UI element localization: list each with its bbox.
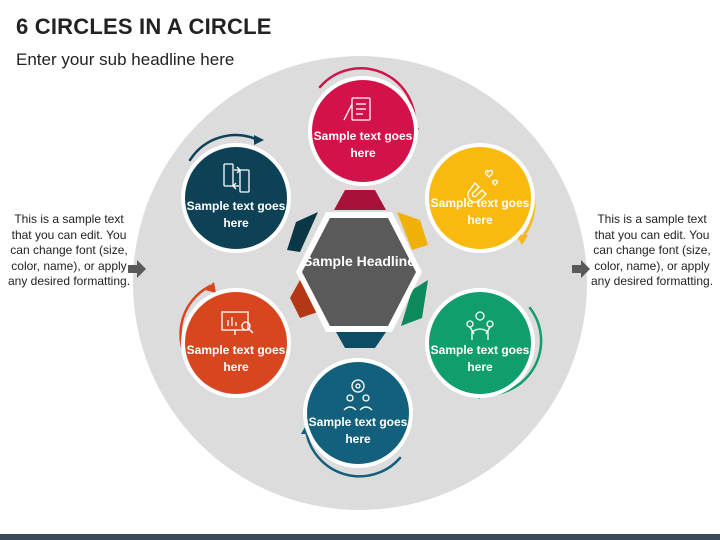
left-description: This is a sample text that you can edit.… xyxy=(7,212,131,288)
node-3 xyxy=(425,288,535,398)
node-1-circle xyxy=(312,80,414,182)
node-6 xyxy=(181,143,291,253)
left-arrow-icon xyxy=(128,260,146,278)
footer-bar xyxy=(0,534,720,540)
center-hexagon-fill xyxy=(302,218,416,326)
node-arc-4 xyxy=(304,428,402,478)
right-description: This is a sample text that you can edit.… xyxy=(590,212,714,288)
people-network-icon xyxy=(466,311,494,340)
petal-bottom xyxy=(336,332,386,348)
phone-transfer-icon xyxy=(223,163,250,193)
node-5-label: Sample text goes here xyxy=(186,343,286,374)
page-subtitle: Enter your sub headline here xyxy=(16,50,235,69)
arrowhead-5 xyxy=(205,282,216,293)
node-4 xyxy=(303,358,413,468)
node-6-label: Sample text goes here xyxy=(186,199,286,230)
presentation-chart-icon xyxy=(221,311,254,335)
node-4-label: Sample text goes here xyxy=(308,415,408,446)
node-arc-6 xyxy=(188,133,260,162)
node-2-label: Sample text goes here xyxy=(430,196,530,227)
petal-bottom-left xyxy=(290,280,318,318)
node-5 xyxy=(181,288,291,398)
magnet-hearts-icon xyxy=(467,169,498,203)
center-petals xyxy=(287,190,428,348)
checklist-icon xyxy=(343,97,371,121)
petal-top-right xyxy=(397,212,428,250)
node-1 xyxy=(308,76,418,186)
node-5-circle xyxy=(185,292,287,394)
page-title: 6 CIRCLES IN A CIRCLE xyxy=(16,14,272,39)
petal-top-left xyxy=(287,212,318,252)
petal-top xyxy=(334,190,386,210)
node-6-circle xyxy=(185,147,287,249)
center-headline: Sample Headline xyxy=(302,253,416,269)
arrowhead-2 xyxy=(516,235,528,245)
node-4-circle xyxy=(307,362,409,464)
node-1-label: Sample text goes here xyxy=(313,129,413,160)
right-arrow-icon xyxy=(572,260,590,278)
node-2-circle xyxy=(429,147,531,249)
node-3-label: Sample text goes here xyxy=(430,343,530,374)
team-target-icon xyxy=(343,379,373,411)
petal-bottom-right xyxy=(401,280,428,326)
node-3-circle xyxy=(429,292,531,394)
node-2 xyxy=(425,143,535,253)
arrowhead-6 xyxy=(254,135,264,145)
